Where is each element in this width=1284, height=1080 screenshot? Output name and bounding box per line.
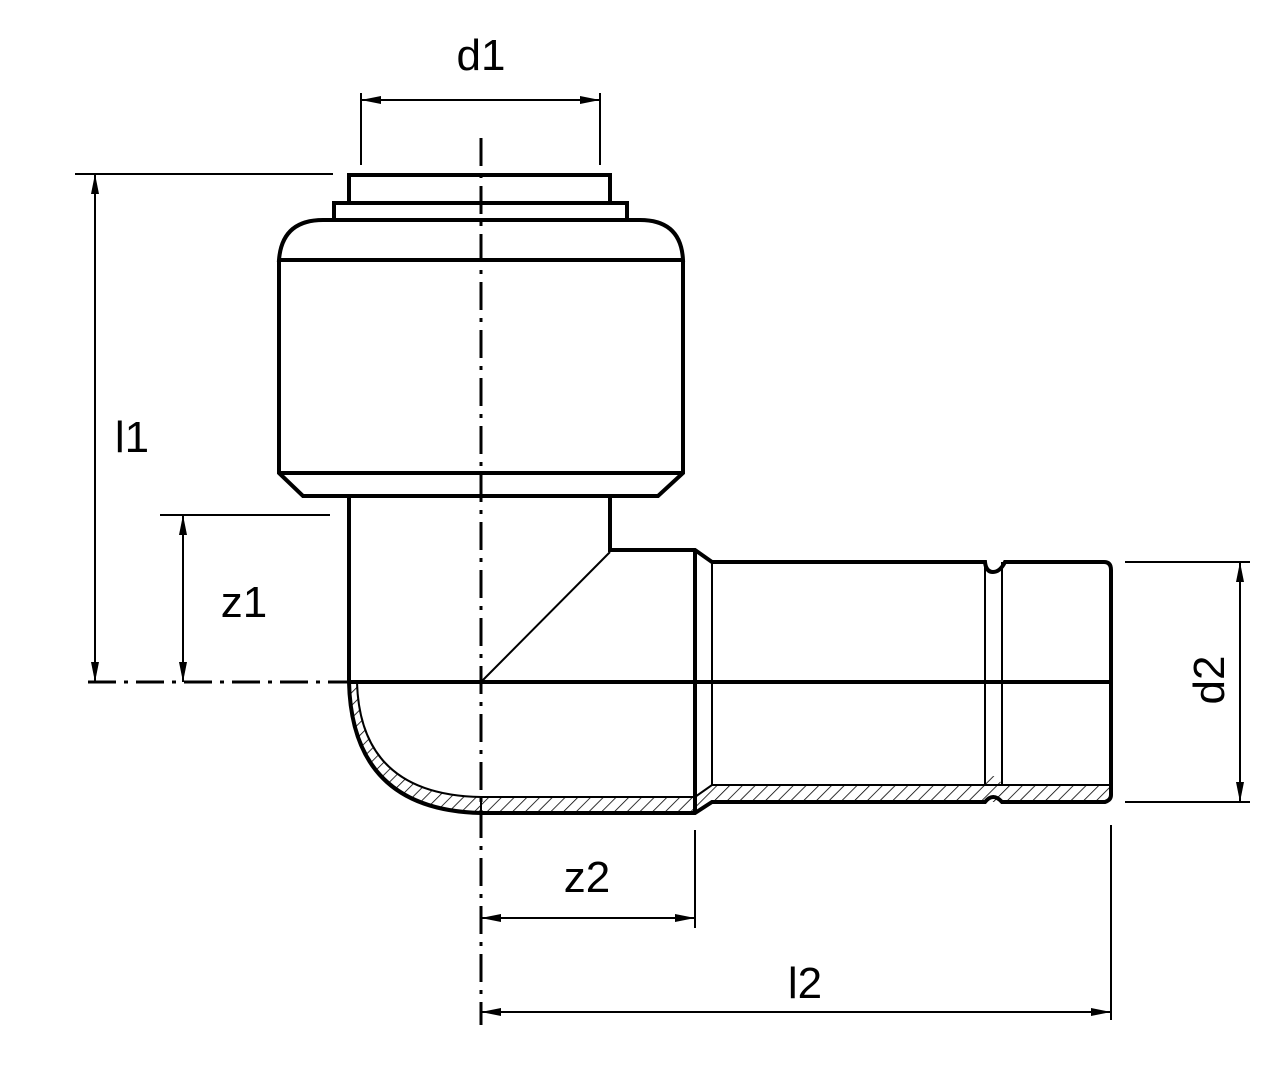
dimension-z2: z2 — [481, 830, 696, 928]
label-d2: d2 — [1185, 656, 1234, 705]
dimension-l1: l1 — [75, 173, 333, 682]
fitting-cap — [276, 173, 686, 498]
label-z2: z2 — [564, 853, 610, 902]
fitting-body — [347, 496, 1113, 815]
label-z1: z1 — [221, 578, 267, 627]
label-d1: d1 — [457, 31, 506, 80]
dimension-z1: z1 — [160, 514, 330, 682]
label-l2: l2 — [788, 959, 822, 1008]
dimension-l2: l2 — [481, 825, 1112, 1020]
dimension-d1: d1 — [360, 31, 601, 165]
label-l1: l1 — [115, 413, 149, 462]
dimension-d2: d2 — [1125, 561, 1250, 803]
